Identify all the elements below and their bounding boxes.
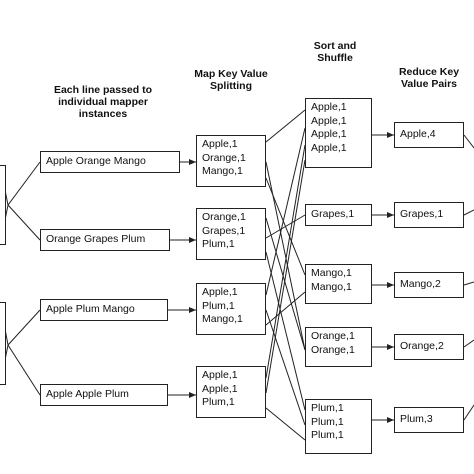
map-pair: Apple,1 bbox=[202, 382, 238, 395]
input-source-box-bottom bbox=[0, 302, 6, 385]
shuffle-pair: Mango,1 bbox=[311, 267, 352, 279]
header-map-splitting: Map Key Value Splitting bbox=[194, 68, 268, 92]
reduce-result-box: Plum,3 bbox=[394, 407, 464, 433]
reduce-result-box: Grapes,1 bbox=[394, 202, 464, 228]
reduce-pair: Orange,2 bbox=[400, 340, 444, 353]
shuffle-pair: Mango,1 bbox=[311, 280, 352, 293]
header-reduce: Reduce Key Value Pairs bbox=[398, 66, 460, 90]
reduce-pair: Grapes,1 bbox=[400, 208, 444, 221]
map-output-box: Apple,1 Orange,1 Mango,1 bbox=[196, 135, 266, 187]
reduce-pair: Apple,4 bbox=[400, 128, 436, 141]
shuffle-pair: Plum,1 bbox=[311, 415, 344, 428]
map-pair: Plum,1 bbox=[202, 238, 235, 250]
shuffle-pair: Apple,1 bbox=[311, 114, 347, 127]
shuffle-group-box: Plum,1 Plum,1 Plum,1 bbox=[305, 399, 372, 454]
shuffle-pair: Plum,1 bbox=[311, 402, 344, 414]
input-line-box: Apple Apple Plum bbox=[40, 384, 168, 406]
map-output-box: Orange,1 Grapes,1 Plum,1 bbox=[196, 208, 266, 260]
map-pair: Mango,1 bbox=[202, 165, 243, 177]
map-pair: Orange,1 bbox=[202, 211, 246, 223]
map-pair: Orange,1 bbox=[202, 151, 246, 164]
map-output-box: Apple,1 Apple,1 Plum,1 bbox=[196, 366, 266, 418]
reduce-pair: Plum,3 bbox=[400, 413, 433, 426]
map-pair: Mango,1 bbox=[202, 313, 243, 325]
reduce-result-box: Apple,4 bbox=[394, 122, 464, 148]
reduce-pair: Mango,2 bbox=[400, 278, 441, 291]
shuffle-pair: Orange,1 bbox=[311, 330, 355, 342]
shuffle-group-box: Apple,1 Apple,1 Apple,1 Apple,1 bbox=[305, 98, 372, 168]
map-pair: Plum,1 bbox=[202, 396, 235, 408]
input-line-box: Apple Plum Mango bbox=[40, 299, 168, 321]
header-input-lines: Each line passed to individual mapper in… bbox=[53, 84, 153, 120]
input-line-text: Orange Grapes Plum bbox=[46, 233, 146, 246]
map-pair: Apple,1 bbox=[202, 286, 238, 298]
shuffle-group-box: Orange,1 Orange,1 bbox=[305, 327, 372, 367]
input-line-text: Apple Orange Mango bbox=[46, 155, 146, 168]
shuffle-pair: Apple,1 bbox=[311, 101, 347, 113]
reduce-result-box: Orange,2 bbox=[394, 334, 464, 360]
shuffle-pair: Plum,1 bbox=[311, 429, 344, 441]
map-pair: Apple,1 bbox=[202, 138, 238, 150]
shuffle-pair: Orange,1 bbox=[311, 343, 355, 356]
map-pair: Plum,1 bbox=[202, 299, 235, 312]
input-line-text: Apple Apple Plum bbox=[46, 388, 129, 401]
shuffle-pair: Apple,1 bbox=[311, 141, 347, 154]
input-line-text: Apple Plum Mango bbox=[46, 303, 135, 316]
shuffle-group-box: Mango,1 Mango,1 bbox=[305, 264, 372, 304]
shuffle-pair: Apple,1 bbox=[311, 128, 347, 140]
input-source-box-top bbox=[0, 165, 6, 245]
input-line-box: Apple Orange Mango bbox=[40, 151, 180, 173]
reduce-result-box: Mango,2 bbox=[394, 272, 464, 298]
input-line-box: Orange Grapes Plum bbox=[40, 229, 170, 251]
shuffle-group-box: Grapes,1 bbox=[305, 204, 372, 226]
header-sort-shuffle: Sort and Shuffle bbox=[313, 40, 357, 64]
map-pair: Grapes,1 bbox=[202, 224, 246, 237]
map-output-box: Apple,1 Plum,1 Mango,1 bbox=[196, 283, 266, 335]
map-pair: Apple,1 bbox=[202, 369, 238, 381]
shuffle-pair: Grapes,1 bbox=[311, 208, 355, 221]
